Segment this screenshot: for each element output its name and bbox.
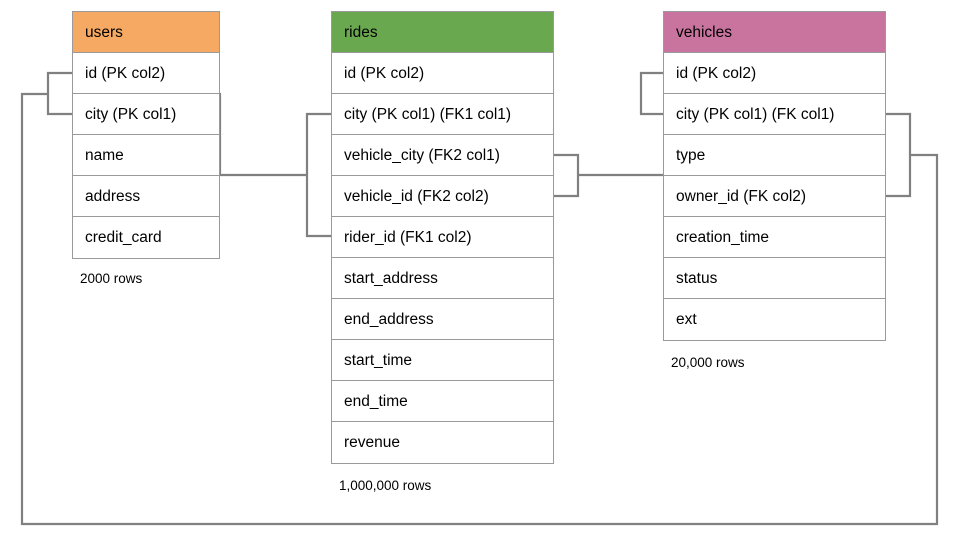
table-users[interactable]: users id (PK col2) city (PK col1) name a… [72, 11, 220, 259]
table-rides-column-rider-id[interactable]: rider_id (FK1 col2) [332, 217, 553, 258]
table-vehicles-column-id[interactable]: id (PK col2) [664, 53, 885, 94]
table-rides-column-end-time[interactable]: end_time [332, 381, 553, 422]
table-users-column-name[interactable]: name [73, 135, 219, 176]
table-rides-row-count: 1,000,000 rows [339, 478, 432, 493]
table-rides-column-start-address[interactable]: start_address [332, 258, 553, 299]
table-rides-column-revenue[interactable]: revenue [332, 422, 553, 463]
table-rides-column-end-address[interactable]: end_address [332, 299, 553, 340]
table-rides-column-vehicle-city[interactable]: vehicle_city (FK2 col1) [332, 135, 553, 176]
table-rides[interactable]: rides id (PK col2) city (PK col1) (FK1 c… [331, 11, 554, 464]
table-vehicles-title: vehicles [664, 12, 885, 53]
table-users-title: users [73, 12, 219, 53]
table-vehicles-column-status[interactable]: status [664, 258, 885, 299]
table-vehicles-column-type[interactable]: type [664, 135, 885, 176]
table-rides-column-city[interactable]: city (PK col1) (FK1 col1) [332, 94, 553, 135]
table-users-column-address[interactable]: address [73, 176, 219, 217]
table-users-column-credit-card[interactable]: credit_card [73, 217, 219, 258]
table-rides-column-id[interactable]: id (PK col2) [332, 53, 553, 94]
table-vehicles-column-ext[interactable]: ext [664, 299, 885, 340]
table-vehicles-column-city[interactable]: city (PK col1) (FK col1) [664, 94, 885, 135]
table-users-column-city[interactable]: city (PK col1) [73, 94, 219, 135]
table-vehicles[interactable]: vehicles id (PK col2) city (PK col1) (FK… [663, 11, 886, 341]
table-users-row-count: 2000 rows [80, 271, 143, 286]
table-rides-column-start-time[interactable]: start_time [332, 340, 553, 381]
table-vehicles-row-count: 20,000 rows [671, 355, 745, 370]
table-users-column-id[interactable]: id (PK col2) [73, 53, 219, 94]
table-vehicles-column-owner-id[interactable]: owner_id (FK col2) [664, 176, 885, 217]
table-vehicles-column-creation-time[interactable]: creation_time [664, 217, 885, 258]
table-rides-column-vehicle-id[interactable]: vehicle_id (FK2 col2) [332, 176, 553, 217]
table-rides-title: rides [332, 12, 553, 53]
